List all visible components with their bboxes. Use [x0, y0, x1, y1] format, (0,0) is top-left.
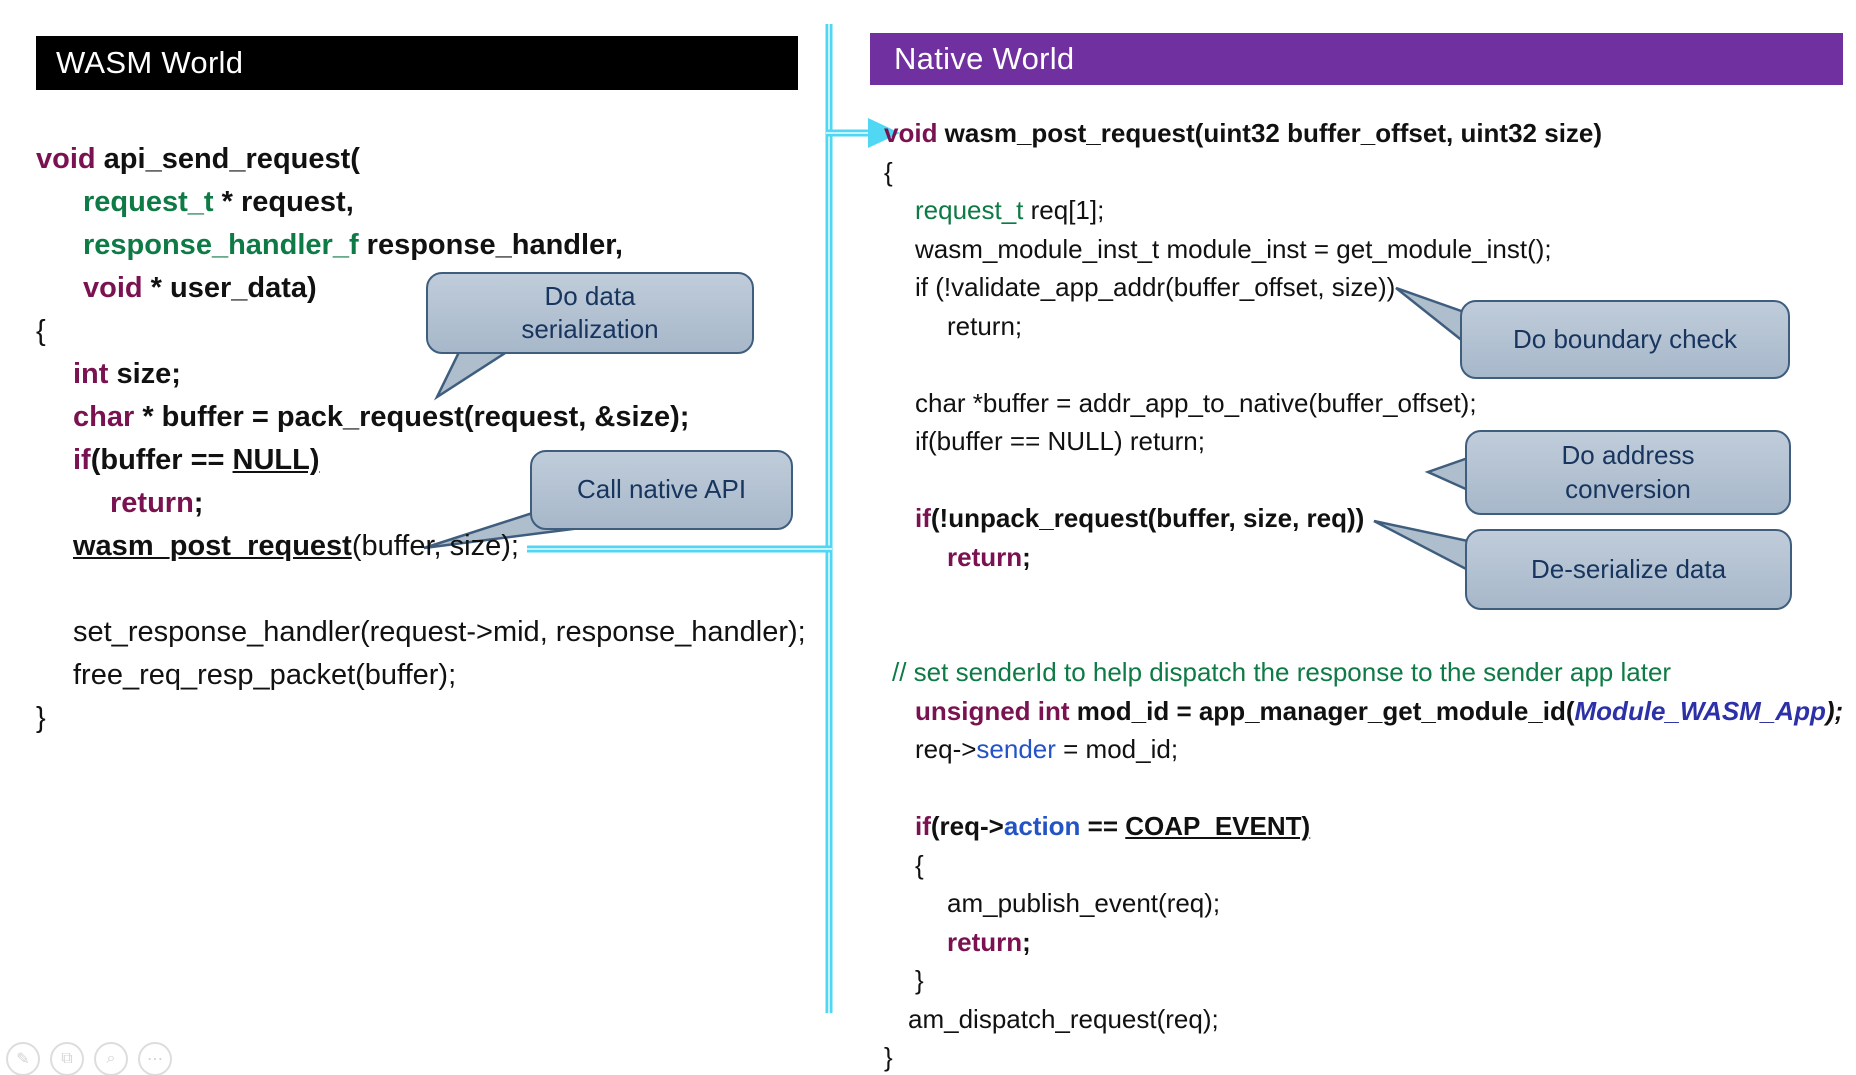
code-line: request_t req[1]; — [915, 195, 1105, 225]
pen-icon[interactable]: ✎ — [6, 1042, 40, 1075]
code-line: free_req_resp_packet(buffer); — [73, 659, 457, 691]
code-line: if(buffer == NULL) return; — [915, 426, 1205, 456]
native-world-title: Native World — [894, 41, 1075, 76]
wasm-code-block: void api_send_request( request_t * reques… — [36, 138, 806, 740]
callout-do-address-conversion: Do address conversion — [1465, 430, 1791, 515]
code-line: { — [36, 315, 46, 347]
code-line: void * user_data) — [83, 272, 317, 304]
code-line: if(!unpack_request(buffer, size, req)) — [915, 503, 1365, 533]
code-line: request_t * request, — [83, 186, 354, 218]
code-line: return; — [947, 541, 1031, 572]
code-line: return; — [110, 487, 204, 519]
native-code-block: void wasm_post_request(uint32 buffer_off… — [884, 114, 1843, 1075]
code-line: if(req->action == COAP_EVENT) — [915, 811, 1311, 841]
more-icon[interactable]: ⋯ — [138, 1042, 172, 1075]
native-world-header: Native World — [870, 33, 1843, 85]
code-line — [884, 615, 1843, 654]
code-line: wasm_post_request(buffer, size); — [73, 530, 519, 562]
code-line: if(buffer == NULL) — [73, 444, 320, 476]
code-line: { — [915, 849, 924, 880]
code-line: if (!validate_app_addr(buffer_offset, si… — [915, 272, 1396, 302]
code-line: int size; — [73, 358, 181, 390]
code-line: req->sender = mod_id; — [915, 734, 1179, 764]
code-line: } — [36, 702, 46, 734]
code-line: } — [884, 1042, 893, 1072]
presentation-toolbar: ✎ ⧉ ⌕ ⋯ — [6, 1042, 172, 1075]
wasm-world-title: WASM World — [56, 45, 244, 80]
code-line: void api_send_request( — [36, 143, 360, 175]
code-line: return; — [947, 926, 1031, 957]
code-line: unsigned int mod_id = app_manager_get_mo… — [915, 695, 1844, 726]
code-line — [884, 769, 1843, 808]
code-line: char *buffer = addr_app_to_native(buffer… — [915, 387, 1477, 418]
callout-do-boundary-check: Do boundary check — [1460, 300, 1790, 379]
code-line: return; — [947, 310, 1023, 341]
code-line: // set senderId to help dispatch the res… — [892, 657, 1672, 687]
callout-de-serialize-data: De-serialize data — [1465, 529, 1792, 610]
code-line: char * buffer = pack_request(request, &s… — [73, 401, 690, 433]
code-line: { — [884, 156, 893, 187]
code-line: } — [915, 965, 924, 995]
code-line — [36, 568, 806, 611]
code-line: wasm_module_inst_t module_inst = get_mod… — [915, 233, 1552, 264]
code-line: am_publish_event(req); — [947, 888, 1221, 918]
code-line: response_handler_f response_handler, — [83, 229, 623, 261]
wasm-world-header: WASM World — [36, 36, 798, 90]
callout-call-native-api: Call native API — [530, 450, 793, 530]
zoom-icon[interactable]: ⌕ — [94, 1042, 128, 1075]
code-line: set_response_handler(request->mid, respo… — [73, 616, 806, 648]
duplicate-icon[interactable]: ⧉ — [50, 1042, 84, 1075]
callout-do-data-serialization: Do data serialization — [426, 272, 754, 354]
code-line: am_dispatch_request(req); — [908, 1003, 1219, 1034]
code-line: void wasm_post_request(uint32 buffer_off… — [884, 118, 1603, 148]
